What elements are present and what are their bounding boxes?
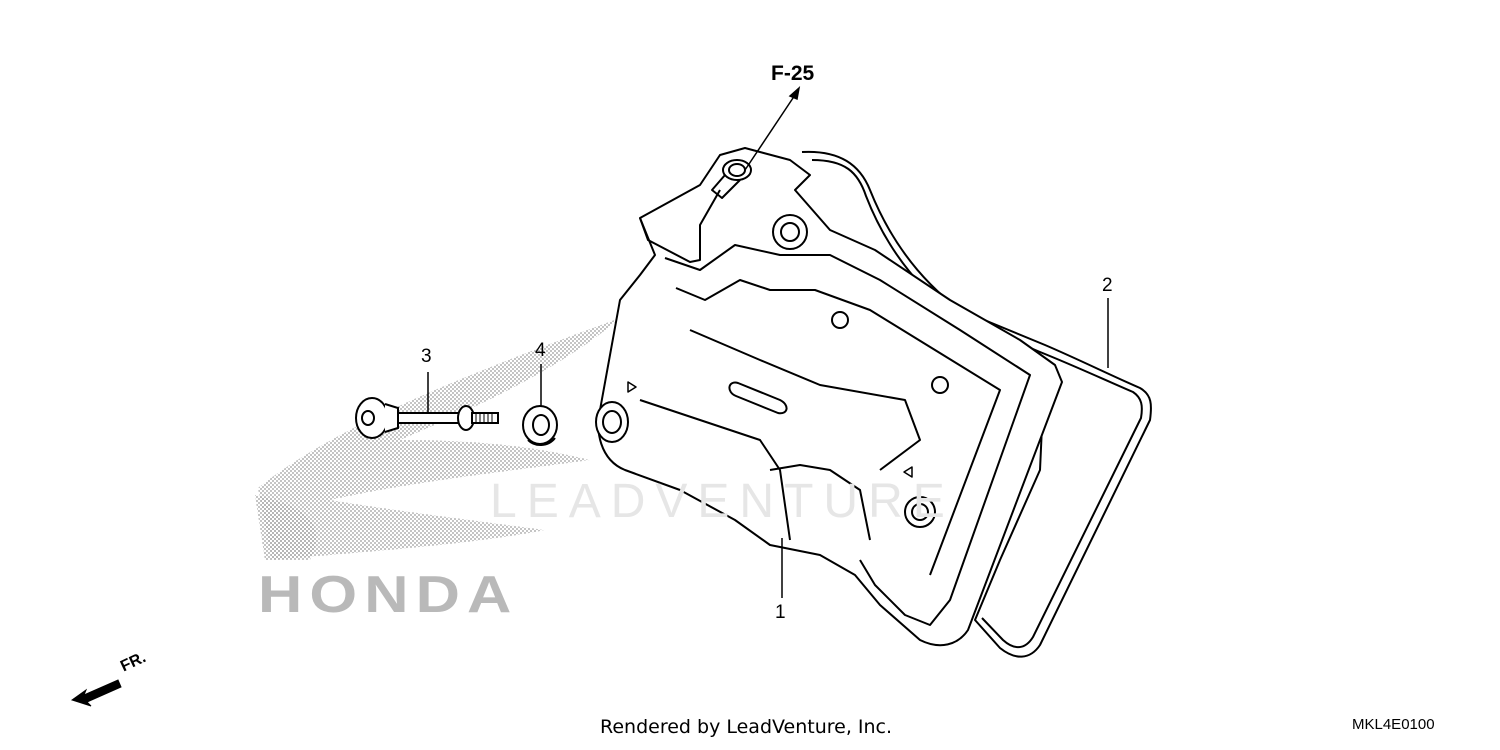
washer-part	[522, 405, 558, 446]
callout-2: 2	[1102, 275, 1113, 296]
honda-watermark-text: HONDA	[258, 566, 519, 624]
footer-credit: Rendered by LeadVenture, Inc.	[600, 716, 893, 738]
callout-1: 1	[775, 602, 786, 623]
cylinder-head-cover-part	[595, 147, 1063, 647]
leadventure-watermark-text: LEADVENTURE	[490, 475, 955, 528]
leader-lines	[427, 85, 1109, 598]
callout-4: 4	[535, 340, 546, 361]
callout-3: 3	[421, 346, 432, 367]
gasket-part	[801, 150, 1152, 658]
bolt-part	[355, 397, 499, 439]
front-arrow-icon	[70, 679, 122, 707]
reference-label-f25: F-25	[771, 62, 815, 85]
diagram-code: MKL4E0100	[1352, 716, 1435, 733]
honda-wing-watermark	[255, 318, 620, 560]
